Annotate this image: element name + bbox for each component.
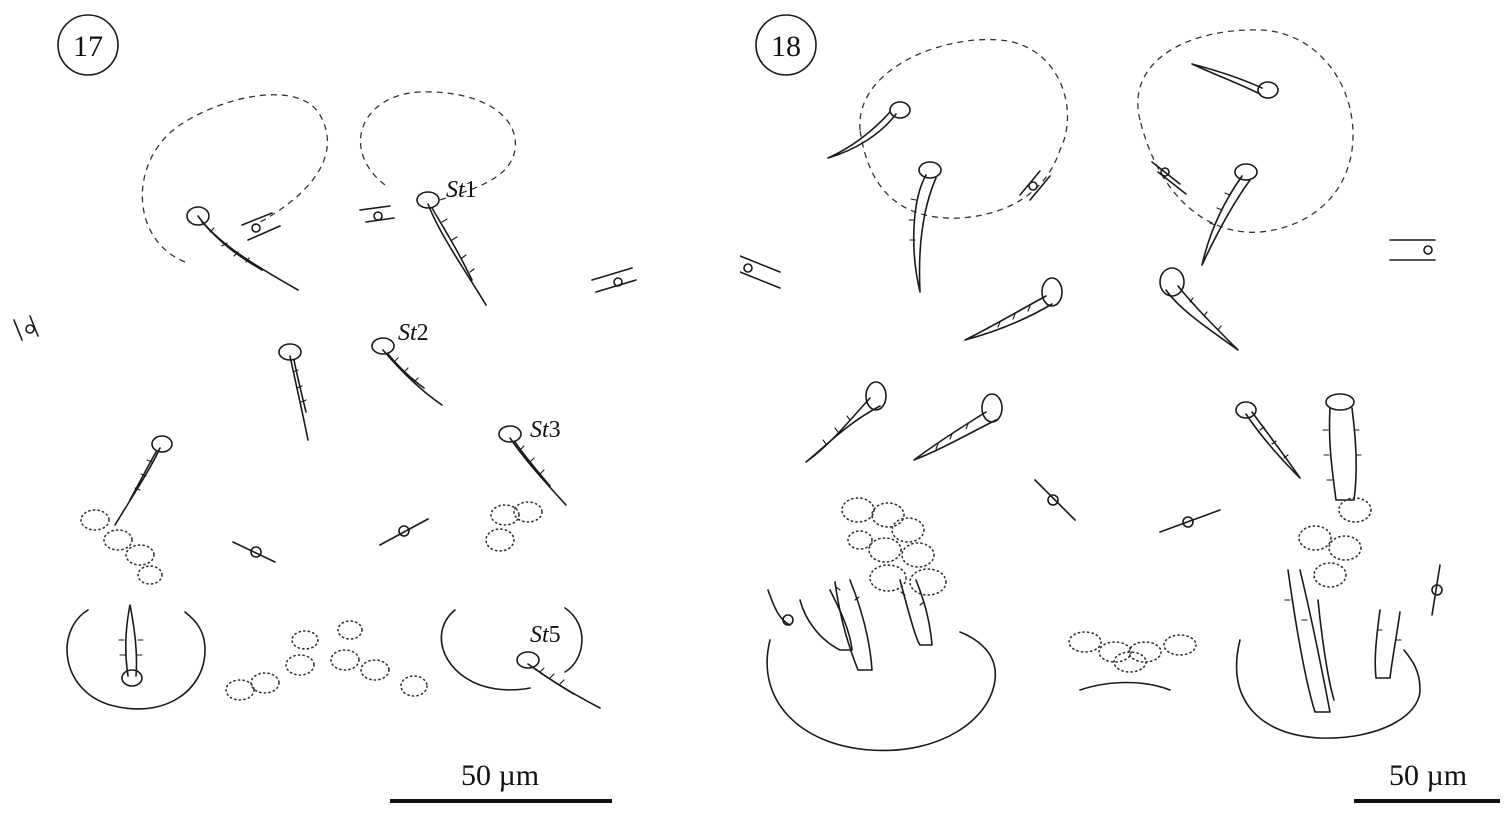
seta-upper-left [186, 206, 299, 291]
socket-18-bottom-right [1235, 569, 1421, 739]
pore-18-a [1019, 170, 1051, 201]
pore-18-c [740, 255, 781, 289]
dashed-outline-right [359, 91, 516, 201]
figure-18-number: 18 [771, 30, 801, 63]
pore-18-f [1159, 509, 1221, 533]
pore-right [591, 267, 637, 293]
seta-st2 [371, 337, 443, 406]
dotted-cluster-18-bottom [1068, 631, 1197, 673]
figure-17-number: 17 [73, 30, 103, 63]
label-st3: St3 [530, 417, 561, 443]
dotted-cluster-left [80, 509, 163, 585]
seta-mid-2 [1159, 267, 1239, 351]
seta-upper-3 [1191, 63, 1279, 99]
figure-18-number-circle [755, 14, 817, 76]
figure-17-scale-label: 50 µm [461, 759, 539, 792]
socket-bottom-right [440, 607, 583, 691]
figure-18-drawing: 18 [740, 14, 1500, 803]
pore-upper-left [241, 212, 281, 241]
seta-st3 [498, 425, 567, 506]
seta-lower-left [114, 435, 173, 526]
seta-st1 [416, 191, 487, 306]
figure-18-scale-label: 50 µm [1389, 759, 1467, 792]
seta-mid-4 [913, 393, 1003, 461]
figure-17-number-circle [57, 14, 119, 76]
dashed-outline-left [141, 94, 329, 263]
figure-18-panel: 18 [740, 0, 1512, 813]
figure-17-drawing: 17 [13, 14, 637, 803]
dotted-cluster-18-left [841, 497, 947, 596]
figure-17-panel: 17 [0, 0, 740, 813]
seta-mid-3 [805, 381, 887, 463]
pore-lower-left [232, 541, 276, 563]
seta-upper-1 [827, 101, 911, 159]
pore-center [359, 205, 395, 223]
seta-mid-6 [1322, 393, 1362, 501]
curve-18-bottom-center [1079, 681, 1171, 691]
dotted-cluster-18-right [1298, 497, 1372, 588]
pore-far-left [13, 315, 39, 341]
seta-mid-5 [1235, 401, 1301, 479]
dotted-cluster-bottom [225, 620, 428, 701]
pore-18-b [1151, 161, 1187, 195]
pore-18-e [1034, 479, 1076, 521]
label-st5: St5 [530, 622, 561, 648]
seta-st5 [516, 651, 601, 709]
socket-18-bottom-left [766, 579, 997, 752]
seta-mid-1 [964, 277, 1063, 341]
seta-upper-2 [908, 161, 942, 293]
label-st2: St2 [398, 320, 429, 346]
seta-upper-4 [1201, 163, 1258, 266]
label-st1: St1 [446, 177, 477, 203]
dashed-outline-right [1137, 29, 1354, 233]
pore-lower-right [379, 518, 429, 546]
dotted-cluster-right [485, 501, 543, 552]
socket-bottom-left [66, 604, 206, 710]
seta-mid-left [278, 343, 309, 441]
pore-18-d [1389, 239, 1436, 261]
pore-18-g [1431, 564, 1443, 616]
dashed-outline-left [859, 38, 1068, 219]
